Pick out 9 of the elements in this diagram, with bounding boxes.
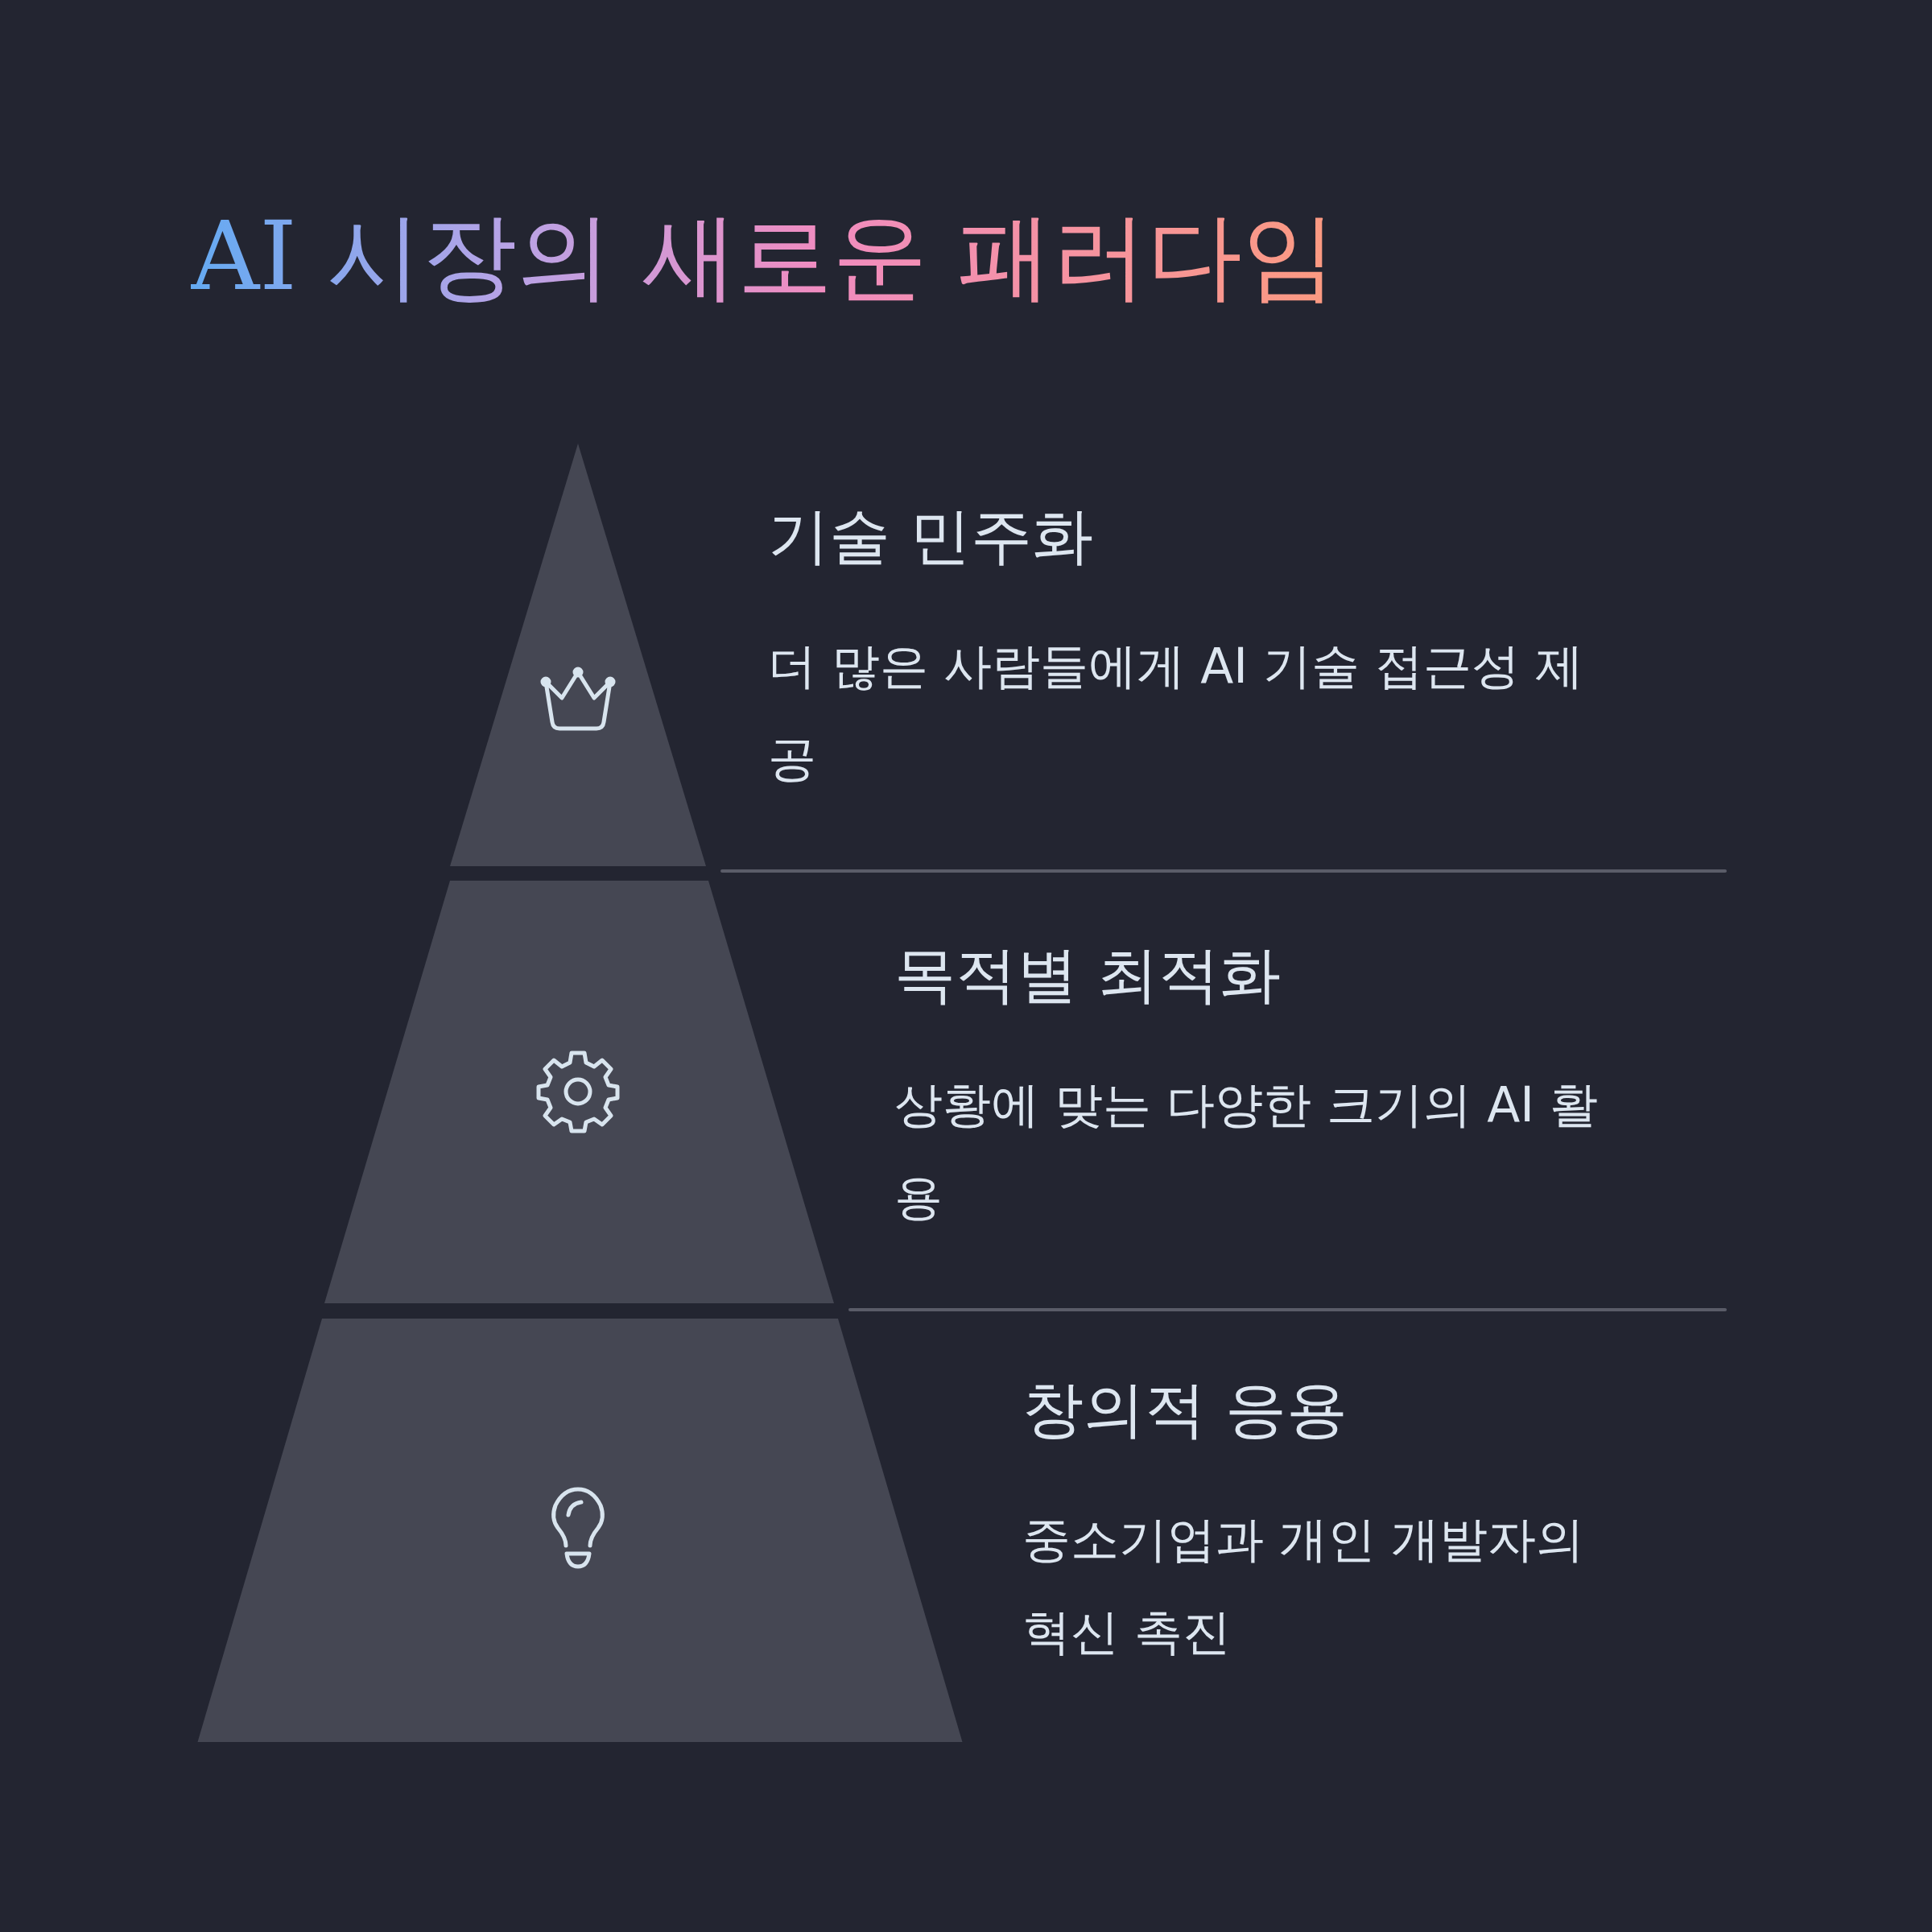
pyramid-tier — [324, 881, 834, 1303]
tier-heading: 창의적 응용 — [1022, 1373, 1348, 1447]
tier-description: 더 많은 사람들에게 AI 기술 접근성 제공 — [768, 637, 1585, 788]
tier-description: 중소기업과 개인 개발자의 혁신 촉진 — [1022, 1510, 1586, 1662]
pyramid-top-tier — [450, 444, 706, 866]
pyramid-tier — [197, 1319, 963, 1742]
tier-description: 상황에 맞는 다양한 크기의 AI 활용 — [894, 1075, 1600, 1227]
tier-heading: 기술 민주화 — [768, 499, 1094, 573]
tier-heading: 목적별 최적화 — [894, 938, 1282, 1012]
